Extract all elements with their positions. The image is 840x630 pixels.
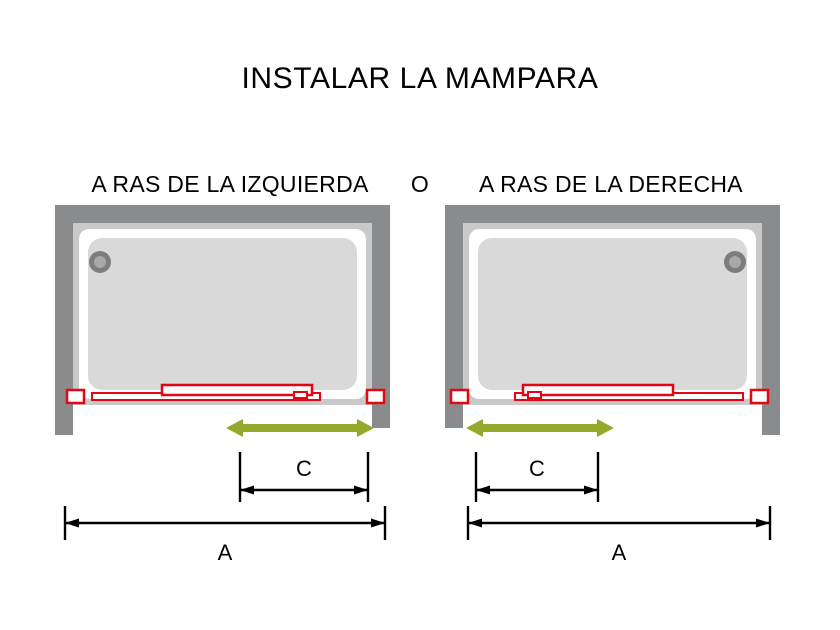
right-wall	[372, 205, 390, 428]
dim-a-arrow-left	[65, 518, 79, 528]
dim-c-arrow-left	[476, 485, 490, 495]
right-heading: A RAS DE LA DERECHA	[479, 171, 743, 197]
door-handle	[293, 391, 308, 399]
dim-a-label: A	[218, 540, 233, 565]
dim-c-arrow-left	[240, 485, 254, 495]
dim-c: C	[474, 452, 600, 502]
dim-c-label: C	[529, 456, 545, 481]
drain-center	[94, 256, 106, 268]
left-wall	[55, 205, 73, 435]
or-separator: O	[411, 171, 429, 197]
top-wall	[55, 205, 390, 223]
door-panel	[160, 383, 314, 397]
dim-c-label: C	[296, 456, 312, 481]
dim-a: A	[63, 506, 387, 565]
door-left-bracket	[449, 388, 470, 405]
left-panel: C A	[55, 205, 390, 565]
page-title: INSTALAR LA MAMPARA	[241, 62, 598, 95]
dim-a-label: A	[612, 540, 627, 565]
dim-c-arrow-right	[584, 485, 598, 495]
sliding-door	[65, 383, 386, 405]
right-wall	[762, 205, 780, 435]
dim-a-arrow-right	[371, 518, 385, 528]
door-left-bracket	[65, 388, 86, 405]
sliding-door	[449, 383, 770, 405]
tray-surface	[478, 238, 747, 390]
left-heading: A RAS DE LA IZQUIERDA	[91, 171, 369, 197]
dim-a-arrow-right	[756, 518, 770, 528]
top-wall	[445, 205, 780, 223]
door-panel	[521, 383, 675, 397]
drain-center	[729, 256, 741, 268]
dim-a: A	[466, 506, 772, 565]
right-panel: C A	[445, 205, 780, 565]
dim-c: C	[238, 452, 370, 502]
slide-direction-arrow	[226, 419, 374, 437]
slide-direction-arrow	[466, 419, 614, 437]
door-right-bracket	[749, 388, 770, 405]
dim-c-arrow-right	[354, 485, 368, 495]
left-wall	[445, 205, 463, 428]
tray-surface	[88, 238, 357, 390]
door-right-bracket	[365, 388, 386, 405]
door-handle	[527, 391, 542, 399]
dim-a-arrow-left	[468, 518, 482, 528]
